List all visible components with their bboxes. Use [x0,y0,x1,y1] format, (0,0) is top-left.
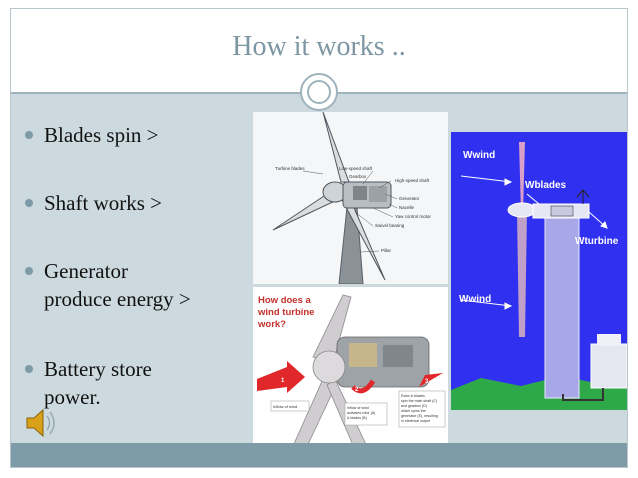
label-low-speed-shaft: Low-speed shaft [339,166,373,171]
speaker-icon[interactable] [23,405,63,441]
bullet-text-line2: produce energy > [44,285,191,313]
how-right-label-6: in electrical output [401,419,430,423]
wind-energy-physics-diagram: Wwind Wblades Wturbine Wwind [451,132,628,410]
bullet-item: Generator produce energy > [25,257,191,313]
label-turbine-blades: Turbine blades [275,166,305,171]
label-gearbox: Gearbox [349,174,367,179]
bullet-text: Shaft works > [44,189,162,217]
how-heading-line3: work? [257,319,286,330]
bullet-dot [25,131,33,139]
how-right-label-2: spin the main shaft (C) [401,399,437,403]
label-wturbine: Wturbine [575,236,619,247]
slide-title: How it works .. [11,31,627,63]
bullet-item: Shaft works > [25,189,162,217]
how-heading-line2: wind turbine [257,307,314,318]
how-wind-turbine-works-illustration: How does a wind turbine work? 1 2 3 Infl… [253,287,448,462]
how-heading-line1: How does a [258,295,312,306]
label-wwind-top: Wwind [463,150,495,161]
bullet-item: Blades spin > [25,121,159,149]
footer-band [11,443,627,467]
how-rotor-label-2: activates rotor (A) [347,411,375,415]
bullet-text: Generator [44,257,191,285]
label-wblades: Wblades [525,180,567,191]
label-swivel-bearing: Swivel bearing [375,223,405,228]
how-rotor-label-1: Inflow of wind [347,406,369,410]
bullet-item: Battery store power. [25,355,152,411]
bullet-dot [25,267,33,275]
how-right-label-3: and gearbox (D) [401,404,427,408]
turbine-component-diagram: Turbine blades Low-speed shaft Gearbox H… [253,112,448,284]
bullet-text: Blades spin > [44,121,159,149]
label-yaw-motor: Yaw control motor [395,214,431,219]
how-right-label-1: Rotor & blades [401,394,425,398]
bullet-dot [25,199,33,207]
how-inflow-label: Inflow of wind [273,404,297,409]
divider-ring-ornament [300,73,338,111]
label-generator: Generator [399,196,420,201]
label-wwind-bottom: Wwind [459,294,491,305]
how-right-label-4: which spins the [401,409,426,413]
label-nacelle: Nacelle [399,205,415,210]
how-right-label-5: generator (E), resulting [401,414,438,418]
label-high-speed-shaft: High-speed shaft [395,178,430,183]
slide: How it works .. Blades spin > Shaft work… [10,8,628,468]
how-rotor-label-3: & blades (B) [347,416,367,420]
bullet-dot [25,365,33,373]
label-pillar: Pillar [381,248,392,253]
bullet-text: Battery store [44,355,152,383]
